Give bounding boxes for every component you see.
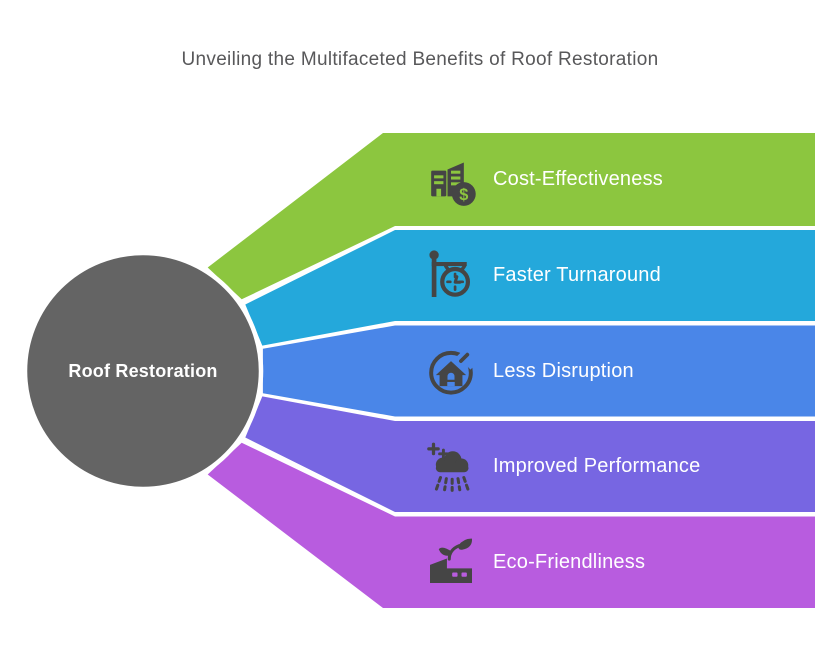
dollar-glyph: $ (459, 185, 468, 203)
band-label: Less Disruption (493, 359, 634, 382)
band-row-eco-friendliness: Eco-Friendliness (423, 517, 815, 609)
house-circle-icon (429, 350, 476, 395)
band-label: Cost-Effectiveness (493, 168, 663, 190)
buildings-dollar-icon: $ (431, 162, 476, 206)
band-row-faster-turnaround: Faster Turnaround (423, 230, 815, 321)
center-label: Roof Restoration (68, 360, 218, 381)
band-shape-less-disruption (262, 325, 815, 417)
band-row-cost-effectiveness: $ Cost-Effectiveness (423, 133, 815, 226)
factory-leaf-icon (430, 538, 473, 584)
center-circle (22, 250, 264, 492)
band-row-improved-performance: Improved Performance (423, 421, 815, 512)
page-title: Unveiling the Multifaceted Benefits of R… (181, 49, 659, 70)
band-label: Faster Turnaround (493, 264, 661, 286)
band-shape-faster-turnaround (245, 230, 816, 346)
band-shape-improved-performance (245, 396, 816, 512)
street-clock-icon (429, 249, 471, 297)
cloud-rain-sparkle-icon (427, 442, 470, 492)
band-shape-cost-effectiveness (207, 133, 815, 300)
band-label: Eco-Friendliness (493, 550, 646, 573)
band-row-less-disruption: Less Disruption (423, 326, 815, 417)
band-label: Improved Performance (493, 455, 701, 477)
band-shape-eco-friendliness (207, 442, 815, 608)
